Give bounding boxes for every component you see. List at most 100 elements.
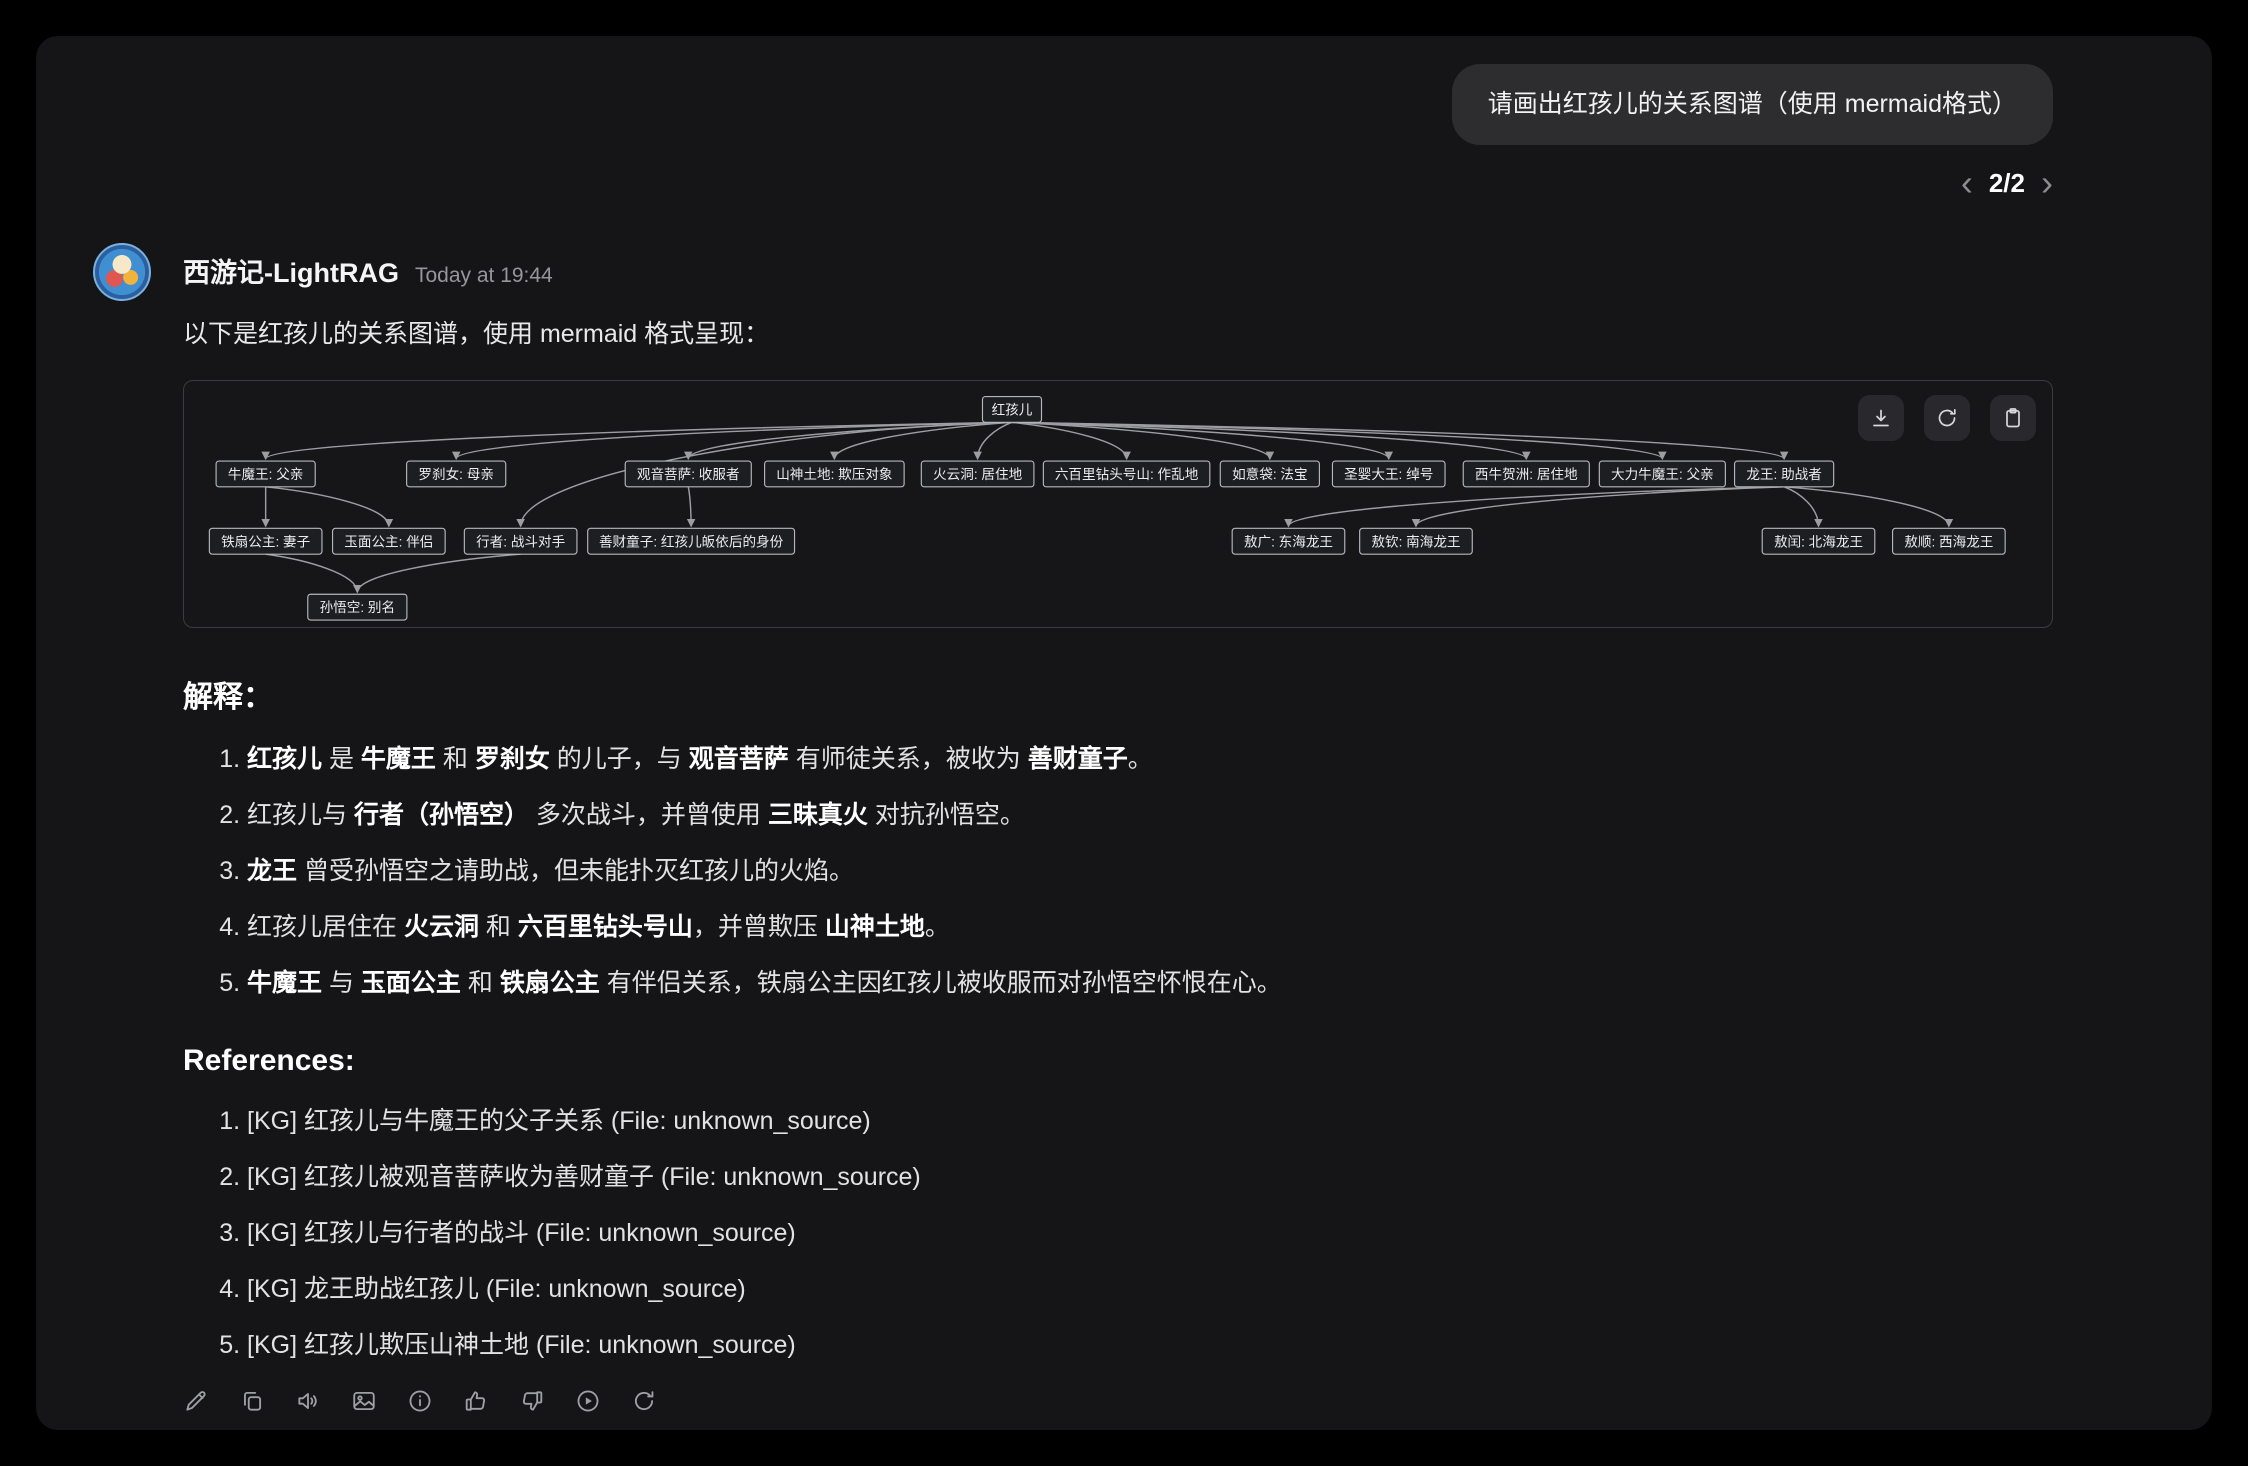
- explanation-item: 红孩儿 是 牛魔王 和 罗刹女 的儿子，与 观音菩萨 有师徒关系，被收为 善财童…: [247, 742, 2053, 776]
- graph-node-tieshan: 铁扇公主: 妻子: [208, 528, 323, 555]
- explanation-item: 牛魔王 与 玉面公主 和 铁扇公主 有伴侣关系，铁扇公主因红孩儿被收服而对孙悟空…: [247, 966, 2053, 1000]
- graph-node-shengying: 圣婴大王: 绰号: [1331, 460, 1446, 488]
- export-image-button[interactable]: [351, 1388, 377, 1414]
- svg-text:敖钦: 南海龙王: 敖钦: 南海龙王: [1371, 535, 1460, 550]
- edit-icon: [186, 1391, 206, 1411]
- graph-node-zuantou: 六百里钻头号山: 作乱地: [1042, 460, 1211, 488]
- speaker-icon: [298, 1393, 317, 1410]
- edit-button[interactable]: [183, 1388, 209, 1414]
- graph-edge: [265, 553, 362, 594]
- thumbs-up-button[interactable]: [463, 1388, 489, 1414]
- download-diagram-button[interactable]: [1858, 395, 1904, 442]
- copy-icon: [244, 1392, 262, 1411]
- graph-edge: [686, 486, 696, 528]
- graph-edge: [1284, 486, 1785, 528]
- svg-text:圣婴大王: 绰号: 圣婴大王: 绰号: [1344, 467, 1433, 482]
- reference-item: [KG] 红孩儿与牛魔王的父子关系 (File: unknown_source): [247, 1104, 2053, 1138]
- graph-node-guanyin: 观音菩萨: 收服者: [624, 460, 752, 488]
- user-message-row: 请画出红孩儿的关系图谱（使用 mermaid格式）: [183, 64, 2053, 146]
- graph-edge: [516, 421, 1013, 528]
- graph-edge: [1411, 486, 1785, 528]
- graph-node-shanshen: 山神土地: 欺压对象: [764, 460, 905, 488]
- reference-item: [KG] 红孩儿欺压山神土地 (File: unknown_source): [247, 1328, 2053, 1362]
- info-button[interactable]: [407, 1388, 433, 1414]
- svg-text:罗刹女: 母亲: 罗刹女: 母亲: [418, 466, 494, 482]
- prev-page-button[interactable]: ‹: [1960, 162, 1973, 204]
- graph-edge: [1011, 421, 1275, 461]
- svg-text:铁扇公主: 妻子: 铁扇公主: 妻子: [221, 535, 310, 550]
- graph-node-huoyundong: 火云洞: 居住地: [920, 460, 1035, 488]
- svg-text:敖广: 东海龙王: 敖广: 东海龙王: [1244, 535, 1333, 550]
- assistant-header: 西游记-LightRAG Today at 19:44: [183, 243, 2053, 290]
- explanation-heading: 解释：: [183, 681, 273, 715]
- explanation-item: 龙王 曾受孙悟空之请助战，但未能扑灭红孩儿的火焰。: [247, 854, 2053, 888]
- graph-edge: [1011, 421, 1789, 461]
- next-page-button[interactable]: ›: [2041, 162, 2053, 204]
- reference-item: [KG] 龙王助战红孩儿 (File: unknown_source): [247, 1272, 2053, 1306]
- graph-node-sunwukong: 孙悟空: 别名: [307, 593, 408, 621]
- copy-diagram-button[interactable]: [1990, 395, 2036, 442]
- svg-text:六百里钻头号山: 作乱地: 六百里钻头号山: 作乱地: [1055, 467, 1199, 482]
- explanation-item: 红孩儿居住在 火云洞 和 六百里钻头号山，并曾欺压 山神土地。: [247, 910, 2053, 944]
- run-button[interactable]: [575, 1388, 601, 1414]
- graph-node-longwang: 龙王: 助战者: [1733, 460, 1835, 488]
- graph-node-aoguang: 敖广: 东海龙王: [1231, 528, 1346, 555]
- svg-text:火云洞: 居住地: 火云洞: 居住地: [933, 467, 1023, 482]
- read-aloud-button[interactable]: [295, 1388, 321, 1414]
- graph-edge: [973, 421, 1013, 461]
- user-message-bubble: 请画出红孩儿的关系图谱（使用 mermaid格式）: [1451, 64, 2053, 146]
- copy-button[interactable]: [239, 1388, 265, 1414]
- graph-node-xiniu: 西牛贺洲: 居住地: [1462, 460, 1590, 488]
- svg-text:观音菩萨: 收服者: 观音菩萨: 收服者: [637, 466, 740, 482]
- graph-node-niumowang: 牛魔王: 父亲: [215, 460, 316, 488]
- graph-node-aoqin: 敖钦: 南海龙王: [1359, 528, 1473, 555]
- chat-content: 请画出红孩儿的关系图谱（使用 mermaid格式） ‹ 2/2 › 西游记-Li…: [36, 36, 2212, 1430]
- references-heading: References:: [183, 1044, 355, 1078]
- svg-text:善财童子: 红孩儿皈依后的身份: 善财童子: 红孩儿皈依后的身份: [599, 534, 784, 550]
- diagram-toolbar: [1858, 395, 2036, 442]
- message-timestamp: Today at 19:44: [414, 264, 553, 288]
- explanation-item: 红孩儿与 行者（孙悟空） 多次战斗，并曾使用 三昧真火 对抗孙悟空。: [247, 798, 2053, 832]
- graph-node-ruyidai: 如意袋: 法宝: [1219, 460, 1320, 488]
- info-icon: [409, 1390, 431, 1412]
- download-icon: [1873, 409, 1889, 427]
- graph-edge: [830, 421, 1013, 461]
- graph-node-aorun: 敖闰: 北海龙王: [1761, 528, 1876, 555]
- svg-text:龙王: 助战者: 龙王: 助战者: [1746, 467, 1822, 482]
- graph-edge: [452, 421, 1013, 461]
- graph-edge: [1011, 421, 1131, 461]
- graph-edge: [1011, 421, 1393, 461]
- chat-window: 请画出红孩儿的关系图谱（使用 mermaid格式） ‹ 2/2 › 西游记-Li…: [36, 36, 2212, 1430]
- assistant-avatar: [93, 243, 151, 302]
- page-indicator: 2/2: [1988, 167, 2025, 198]
- assistant-message: 西游记-LightRAG Today at 19:44 以下是红孩儿的关系图谱，…: [93, 243, 2053, 1414]
- thumbs-down-button[interactable]: [519, 1388, 545, 1414]
- message-actions-toolbar: [183, 1388, 2053, 1414]
- regenerate-button[interactable]: [631, 1388, 657, 1414]
- reference-item: [KG] 红孩儿与行者的战斗 (File: unknown_source): [247, 1216, 2053, 1250]
- svg-text:敖顺: 西海龙王: 敖顺: 西海龙王: [1904, 535, 1993, 550]
- refresh-icon: [1938, 409, 1956, 427]
- graph-node-xingzhe: 行者: 战斗对手: [463, 528, 578, 555]
- graph-node-luochanv: 罗刹女: 母亲: [406, 460, 507, 488]
- svg-text:大力牛魔王: 父亲: 大力牛魔王: 父亲: [1611, 467, 1714, 482]
- svg-text:敖闰: 北海龙王: 敖闰: 北海龙王: [1774, 535, 1863, 550]
- graph-edge: [265, 486, 394, 528]
- graph-edge: [261, 421, 1013, 461]
- graph-edge: [1011, 421, 1667, 461]
- svg-text:玉面公主: 伴侣: 玉面公主: 伴侣: [344, 535, 433, 550]
- graph-node-dali: 大力牛魔王: 父亲: [1598, 460, 1726, 488]
- graph-node-shancai: 善财童子: 红孩儿皈依后的身份: [587, 528, 796, 555]
- graph-node-yumian: 玉面公主: 伴侣: [331, 528, 446, 555]
- thumbs-down-icon: [522, 1391, 543, 1411]
- references-list: [KG] 红孩儿与牛魔王的父子关系 (File: unknown_source)…: [183, 1104, 2053, 1362]
- refresh-diagram-button[interactable]: [1924, 395, 1970, 442]
- graph-edge: [353, 553, 521, 594]
- graph-edge: [1784, 486, 1954, 528]
- thumbs-up-icon: [465, 1391, 486, 1411]
- svg-text:如意袋: 法宝: 如意袋: 法宝: [1232, 466, 1308, 482]
- svg-text:红孩儿: 红孩儿: [992, 403, 1033, 418]
- assistant-name: 西游记-LightRAG: [183, 258, 399, 289]
- assistant-intro-text: 以下是红孩儿的关系图谱，使用 mermaid 格式呈现：: [183, 320, 770, 349]
